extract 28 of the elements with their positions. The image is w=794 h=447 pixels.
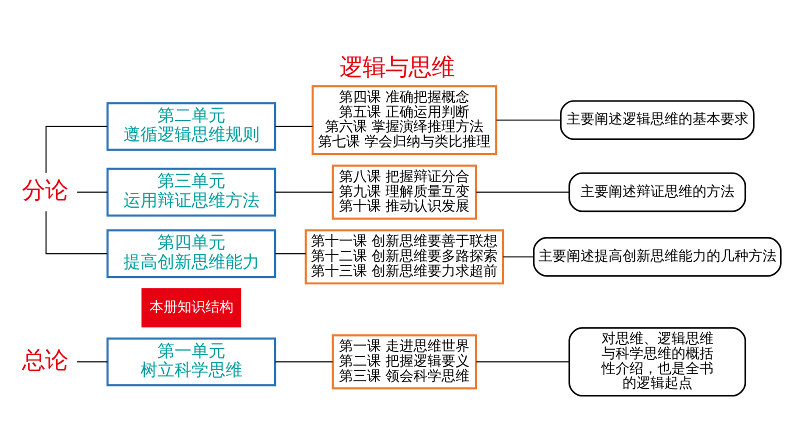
connector [275, 252, 306, 254]
connector [46, 125, 108, 172]
node-box: 第四单元 提高创新思维能力 [106, 228, 276, 278]
connector [275, 191, 333, 192]
node-box: 对思维、逻辑思维与科学思维的概括性介绍，也是全书的逻辑起点 [568, 326, 746, 396]
node-box: 第一单元 树立科学思维 [106, 336, 276, 386]
node-box: 第二单元 遵循逻辑思维规则 [106, 102, 276, 150]
connector [476, 191, 570, 192]
connector [46, 210, 108, 254]
node-box: 第一课 走进思维世界 第二课 把握逻辑要义 第三课 领会科学思维 [332, 334, 478, 389]
connector [275, 360, 333, 362]
connector [476, 360, 570, 362]
node-box: 本册知识结构 [141, 288, 242, 327]
node-box: 第三单元 运用辩证思维方法 [106, 167, 276, 216]
connector [496, 119, 561, 120]
node-box: 主要阐述提高创新思维能力的几种方法 [532, 236, 782, 276]
node-text: 总论 [22, 346, 68, 374]
connector [503, 256, 534, 257]
node-box: 第四课 准确把握概念 第五课 正确运用判断 第六课 掌握演绎推理方法 第七课 学会归纳与类比推理 [312, 84, 498, 155]
connector [77, 360, 108, 362]
node-text: 分论 [22, 176, 68, 204]
node-box: 第十一课 创新思维要善于联想 第十二课 创新思维要多路探索 第十三课 创新思维要力求超前 [304, 228, 504, 284]
node-box: 主要阐述逻辑思维的基本要求 [560, 100, 755, 140]
node-box: 第八课 把握辩证分合 第九课 理解质量互变 第十课 推动认识发展 [332, 164, 478, 220]
node-box: 主要阐述辩证思维的方法 [568, 172, 746, 212]
diagram-title: 逻辑与思维 [340, 54, 454, 81]
connector [77, 191, 108, 192]
connector [275, 125, 312, 126]
